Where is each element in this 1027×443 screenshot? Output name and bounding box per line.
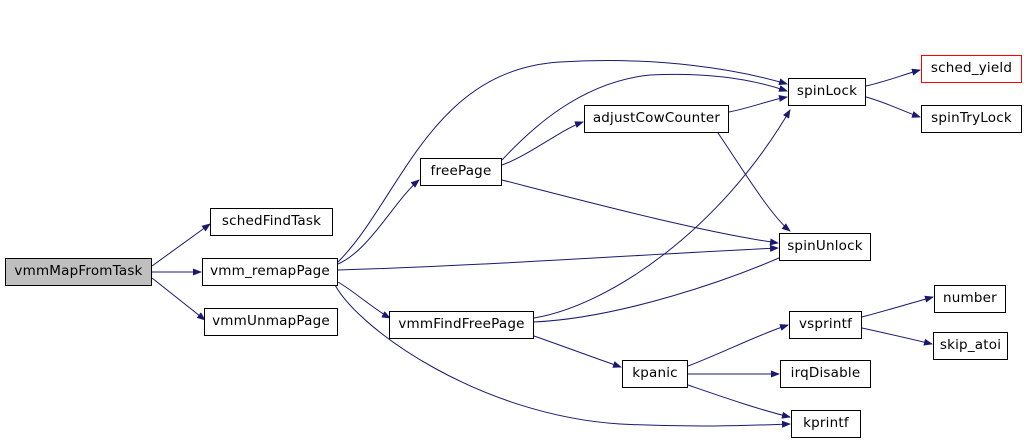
edge-vmmMapFromTask-to-vmmUnmapPage <box>151 277 206 321</box>
node-kpanic[interactable]: kpanic <box>622 360 688 388</box>
node-label: vmmUnmapPage <box>212 313 330 330</box>
node-number[interactable]: number <box>934 285 1006 313</box>
call-edges <box>151 60 934 428</box>
edge-vmmFindFreePage-to-kpanic <box>533 335 622 368</box>
node-vmmMapFromTask[interactable]: vmmMapFromTask <box>5 258 152 286</box>
edge-spinLock-to-spinTryLock <box>865 96 921 118</box>
node-kprintf[interactable]: kprintf <box>791 410 861 438</box>
node-label: number <box>943 290 997 307</box>
node-label: spinUnlock <box>787 238 863 255</box>
edge-kpanic-to-vsprintf <box>687 324 789 367</box>
edge-vmm_remapPage-to-spinLock <box>337 60 788 263</box>
node-spinUnlock[interactable]: spinUnlock <box>779 233 871 261</box>
edge-vsprintf-to-number <box>861 295 934 318</box>
node-label: vmmMapFromTask <box>14 263 143 280</box>
node-sched_yield[interactable]: sched_yield <box>921 55 1022 83</box>
node-label: kpanic <box>632 365 678 382</box>
node-adjustCowCounter[interactable]: adjustCowCounter <box>584 105 729 133</box>
edge-vmm_remapPage-to-spinUnlock <box>337 244 779 271</box>
edge-adjustCowCounter-to-spinUnlock <box>717 132 791 232</box>
node-label: sched_yield <box>930 60 1013 77</box>
node-label: kprintf <box>803 415 849 432</box>
edge-vmmFindFreePage-to-spinUnlock <box>533 253 789 323</box>
edge-vmmMapFromTask-to-schedFindTask <box>151 223 211 267</box>
edge-spinLock-to-sched_yield <box>865 68 921 87</box>
node-label: vmmFindFreePage <box>398 316 525 333</box>
node-label: schedFindTask <box>221 213 322 230</box>
node-irqDisable[interactable]: irqDisable <box>780 360 871 388</box>
edge-freePage-to-spinUnlock <box>501 179 779 246</box>
node-label: spinLock <box>796 83 858 100</box>
edge-vmm_remapPage-to-vmmFindFreePage <box>337 281 391 319</box>
node-freePage[interactable]: freePage <box>420 158 502 186</box>
node-skip_atoi[interactable]: skip_atoi <box>933 332 1008 360</box>
node-vmmUnmapPage[interactable]: vmmUnmapPage <box>204 308 338 336</box>
edge-adjustCowCounter-to-spinLock <box>728 94 788 113</box>
edge-kpanic-to-kprintf <box>687 384 791 419</box>
node-label: vsprintf <box>798 316 853 333</box>
edge-freePage-to-adjustCowCounter <box>501 121 584 166</box>
node-spinTryLock[interactable]: spinTryLock <box>921 105 1022 133</box>
edge-vmm_remapPage-to-kprintf <box>334 284 791 428</box>
node-vmmFindFreePage[interactable]: vmmFindFreePage <box>389 311 534 339</box>
node-spinLock[interactable]: spinLock <box>788 78 866 106</box>
node-label: adjustCowCounter <box>592 110 721 127</box>
node-label: freePage <box>430 163 492 180</box>
node-vsprintf[interactable]: vsprintf <box>789 311 862 339</box>
edge-vmmFindFreePage-to-spinLock <box>533 109 791 319</box>
node-label: spinTryLock <box>931 110 1012 127</box>
node-schedFindTask[interactable]: schedFindTask <box>210 208 333 236</box>
edge-vsprintf-to-skip_atoi <box>861 327 933 346</box>
node-label: skip_atoi <box>939 337 1002 354</box>
node-label: vmm_remapPage <box>210 263 330 280</box>
node-vmm_remapPage[interactable]: vmm_remapPage <box>202 258 338 286</box>
edge-vmm_remapPage-to-freePage <box>337 179 420 265</box>
node-label: irqDisable <box>790 365 861 382</box>
edge-freePage-to-spinLock <box>501 73 788 161</box>
